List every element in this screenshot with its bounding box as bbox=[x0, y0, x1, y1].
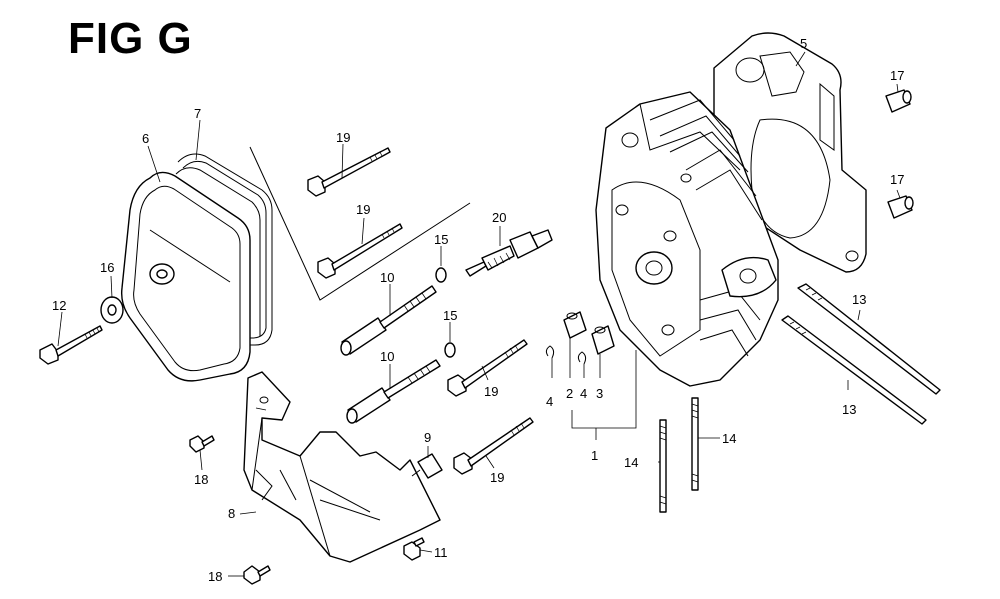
part-16-washer bbox=[100, 296, 124, 324]
part-10-stud-a bbox=[340, 285, 437, 356]
callout-6: 6 bbox=[142, 131, 149, 146]
part-10-stud-b bbox=[346, 359, 441, 424]
part-2-valve-guide bbox=[563, 311, 587, 339]
part-3-valve-guide bbox=[591, 325, 615, 355]
callout-17-b: 17 bbox=[890, 172, 904, 187]
callout-12: 12 bbox=[52, 298, 66, 313]
callout-13-b: 13 bbox=[842, 402, 856, 417]
callout-20: 20 bbox=[492, 210, 506, 225]
part-17-dowel-a bbox=[885, 89, 912, 113]
callout-1: 1 bbox=[591, 448, 598, 463]
callout-3: 3 bbox=[596, 386, 603, 401]
leader-lines bbox=[57, 51, 901, 577]
part-17-dowel-b bbox=[887, 195, 914, 219]
part-15-washer-a bbox=[435, 267, 447, 283]
callout-4-b: 4 bbox=[580, 386, 587, 401]
part-19-bolt-b bbox=[317, 223, 403, 279]
section-divider-line bbox=[249, 146, 471, 301]
part-19-bolt-a bbox=[307, 147, 391, 197]
part-20-spark-plug bbox=[465, 229, 553, 277]
part-19-bolt-d bbox=[453, 417, 534, 475]
callout-2: 2 bbox=[566, 386, 573, 401]
callout-4-a: 4 bbox=[546, 394, 553, 409]
part-6-valve-cover bbox=[120, 171, 251, 382]
callout-labels: 6 7 5 17 17 19 19 20 15 15 10 10 19 19 1… bbox=[52, 36, 904, 584]
part-18-bolt-a bbox=[189, 435, 215, 453]
part-11-bolt bbox=[403, 537, 425, 561]
callout-5: 5 bbox=[800, 36, 807, 51]
callout-19-d: 19 bbox=[490, 470, 504, 485]
callout-16: 16 bbox=[100, 260, 114, 275]
figure-title: FIG G bbox=[68, 14, 193, 63]
part-19-bolt-c bbox=[447, 339, 528, 397]
callout-19-a: 19 bbox=[336, 130, 350, 145]
callout-14-b: 14 bbox=[722, 431, 736, 446]
callout-14-a: 14 bbox=[624, 455, 638, 470]
part-14-stud-b bbox=[691, 397, 699, 491]
part-12-bolt bbox=[39, 325, 103, 365]
callout-10-a: 10 bbox=[380, 270, 394, 285]
callout-11: 11 bbox=[434, 545, 448, 560]
callout-8: 8 bbox=[228, 506, 235, 521]
part-14-stud-a bbox=[659, 419, 667, 513]
callout-19-c: 19 bbox=[484, 384, 498, 399]
part-13-long-bolt-b bbox=[781, 315, 927, 425]
callout-10-b: 10 bbox=[380, 349, 394, 364]
callout-19-b: 19 bbox=[356, 202, 370, 217]
part-4-clip-a bbox=[545, 345, 555, 359]
cylinder-head bbox=[595, 91, 779, 387]
callout-15-a: 15 bbox=[434, 232, 448, 247]
callout-9: 9 bbox=[424, 430, 431, 445]
part-8-bracket bbox=[243, 371, 441, 563]
part-15-washer-b bbox=[444, 342, 456, 358]
callout-13-a: 13 bbox=[852, 292, 866, 307]
callout-7: 7 bbox=[194, 106, 201, 121]
part-9-clip bbox=[411, 453, 443, 479]
callout-15-b: 15 bbox=[443, 308, 457, 323]
callout-17-a: 17 bbox=[890, 68, 904, 83]
part-7-cover-gasket bbox=[175, 153, 273, 346]
part-13-long-bolt-a bbox=[797, 283, 941, 395]
part-18-bolt-b bbox=[243, 565, 271, 585]
part-4-clip-b bbox=[577, 351, 587, 365]
callout-18-b: 18 bbox=[208, 569, 222, 584]
callout-18-a: 18 bbox=[194, 472, 208, 487]
